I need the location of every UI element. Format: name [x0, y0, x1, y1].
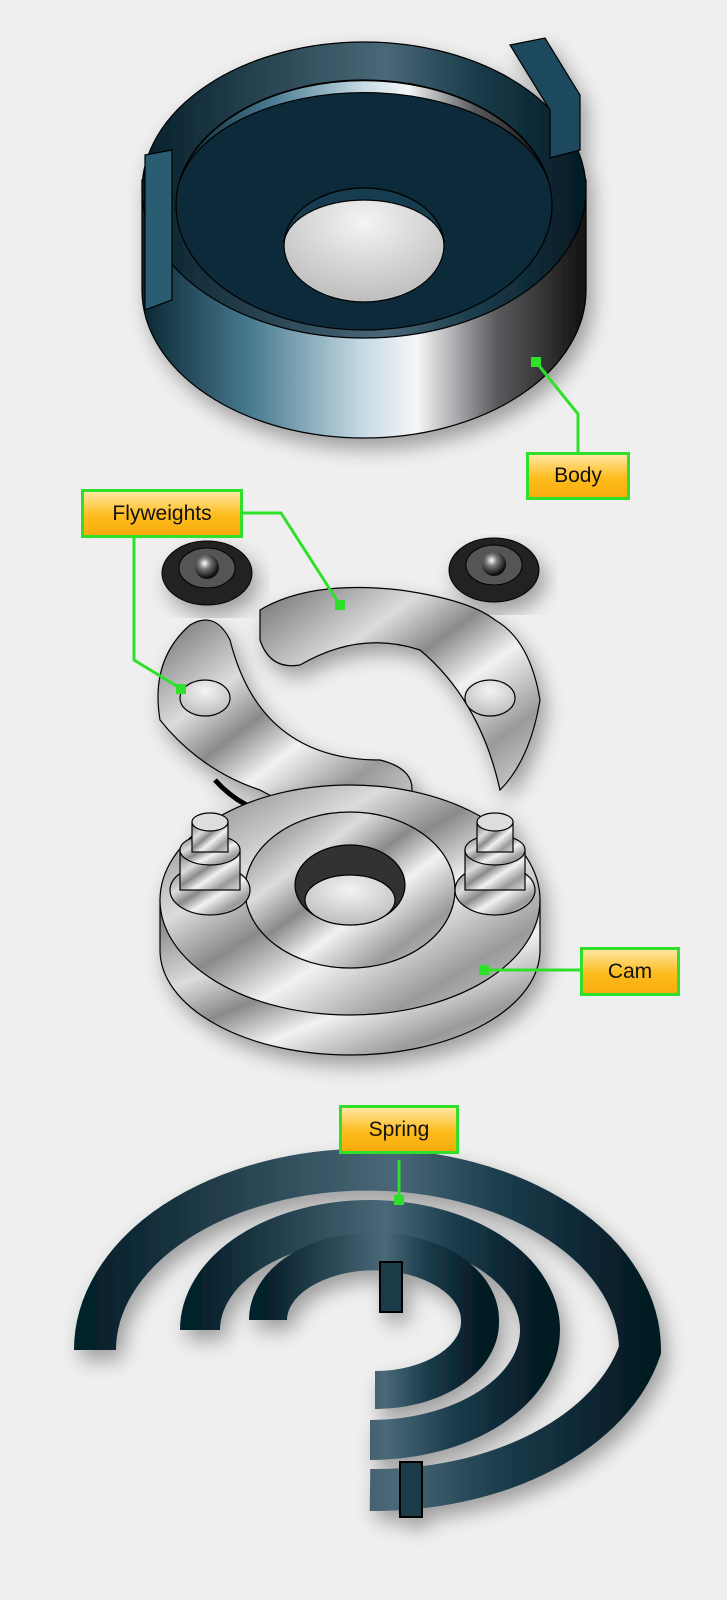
leader-body: [534, 361, 580, 455]
leader-lines: [132, 361, 580, 1200]
label-cam: Cam: [580, 947, 680, 996]
flyweight-ball-right: [448, 537, 540, 603]
flyweight-ball-left: [161, 540, 253, 606]
leader-anchors: [176, 357, 541, 1205]
body-part: [141, 37, 587, 439]
flyweights-part: [157, 586, 541, 819]
label-body: Body: [526, 452, 630, 500]
leader-flyweights-b: [132, 526, 181, 690]
leader-flyweights-a: [242, 511, 342, 606]
cam-part: [159, 784, 541, 1056]
label-flyweights: Flyweights: [81, 489, 243, 538]
spring-part: [74, 1148, 662, 1518]
label-spring: Spring: [339, 1105, 459, 1154]
